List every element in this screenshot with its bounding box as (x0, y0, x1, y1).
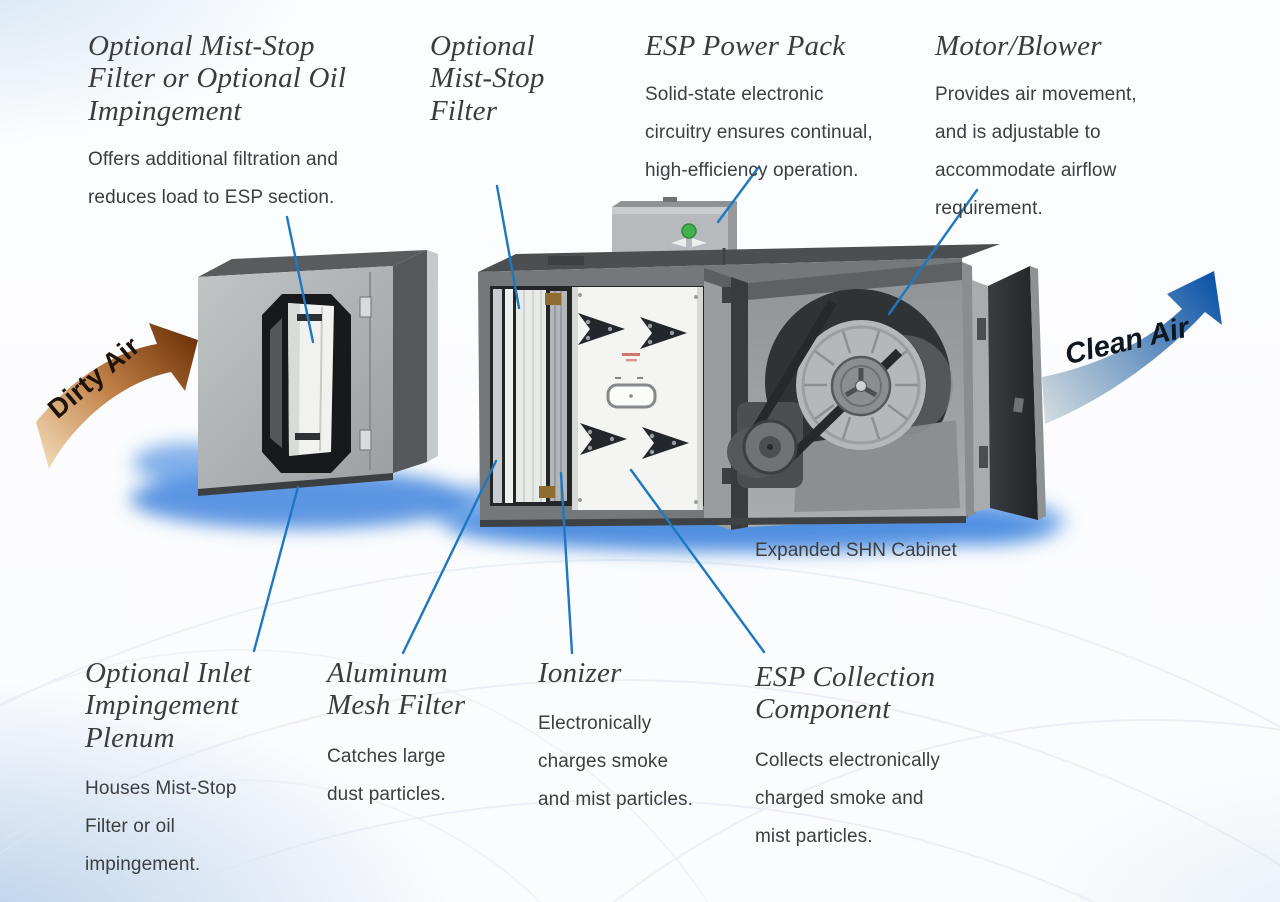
clean-air-arrow (1042, 271, 1222, 424)
callout-title: Ionizer (538, 657, 622, 689)
callout-title: Motor/Blower (935, 30, 1102, 62)
right-door (972, 266, 1046, 520)
optional-filter-panel (288, 303, 334, 456)
callout-desc: Collects electronically charged smoke an… (755, 749, 940, 847)
middle-door (704, 268, 748, 530)
motor-pulley (742, 419, 798, 475)
callout-desc: Solid-state electronic circuitry ensures… (645, 84, 873, 182)
aluminum-mesh-filter (493, 289, 502, 503)
leader-mist-stop-oil (285, 215, 315, 344)
main-cabinet (478, 244, 1046, 530)
callout-mist-stop-oil-impingement: Optional Mist-Stop Filter or Optional Oi… (88, 30, 418, 217)
filter-bank (493, 289, 567, 503)
callout-title: Optional Mist-Stop Filter or Optional Oi… (88, 30, 347, 127)
callout-title: Optional Inlet Impingement Plenum (85, 657, 252, 754)
power-indicator-light (681, 223, 697, 239)
callout-desc: Houses Mist-Stop Filter or oil impingeme… (85, 778, 237, 876)
leader-lines (252, 166, 979, 655)
motor-blower-assembly (727, 262, 966, 527)
callout-desc: Catches large dust particles. (327, 745, 446, 805)
leader-inlet-plenum (252, 485, 300, 653)
leader-collection-cell (629, 468, 766, 654)
callout-title: Aluminum Mesh Filter (327, 657, 466, 722)
leader-motor-blower (887, 188, 979, 316)
esp-collection-cell (572, 287, 703, 510)
callout-title: ESP Collection Component (755, 661, 936, 726)
callout-esp-power-pack: ESP Power Pack Solid-state electronic ci… (645, 30, 915, 190)
callout-ionizer: Ionizer Electronically charges smoke and… (538, 657, 738, 819)
callout-title: Optional Mist-Stop Filter (430, 30, 545, 127)
callout-desc: Electronically charges smoke and mist pa… (538, 713, 694, 811)
drive-belt (749, 299, 837, 437)
callout-title: ESP Power Pack (645, 30, 846, 62)
inlet-plenum-cabinet (198, 250, 438, 496)
callout-aluminum-mesh-filter: Aluminum Mesh Filter Catches large dust … (327, 657, 527, 814)
leader-power-pack (716, 166, 760, 224)
callout-motor-blower: Motor/Blower Provides air movement, and … (935, 30, 1195, 228)
dirty-air-arrow (36, 323, 198, 469)
leader-mist-stop-filter (495, 184, 521, 310)
ionizer (550, 291, 567, 501)
callout-desc: Provides air movement, and is adjustable… (935, 84, 1137, 220)
callout-optional-mist-stop-filter: Optional Mist-Stop Filter (430, 30, 650, 141)
callout-desc: Offers additional filtration and reduces… (88, 149, 338, 209)
leader-ionizer (559, 471, 574, 655)
wheel-hub (830, 355, 892, 417)
callout-esp-collection-component: ESP Collection Component Collects electr… (755, 661, 995, 856)
cabinet-caption: Expanded SHN Cabinet (755, 540, 957, 561)
callout-inlet-impingement-plenum: Optional Inlet Impingement Plenum Houses… (85, 657, 315, 884)
leader-mesh-filter (401, 459, 498, 655)
